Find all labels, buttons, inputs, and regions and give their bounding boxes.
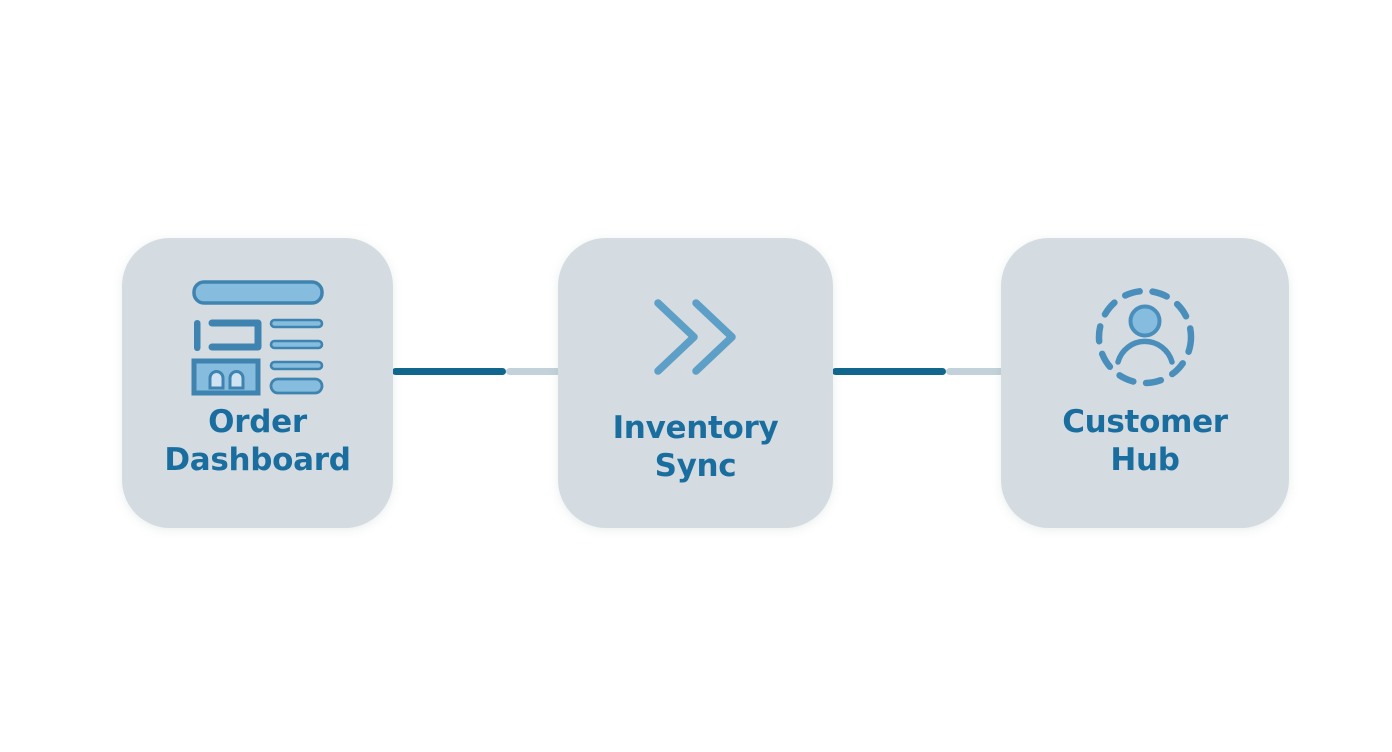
node-label-line-2: Sync (654, 447, 737, 484)
node-label-line-1: Customer (1062, 404, 1228, 440)
node-label-line-2: Hub (1110, 441, 1180, 478)
connector-order-dashboard-to-inventory-sync (392, 366, 564, 376)
node-inventory-sync[interactable]: Inventory Sync (558, 238, 833, 528)
dashboard-layout-icon (188, 278, 328, 396)
node-label-order-dashboard: Order Dashboard (150, 404, 364, 480)
connector-segment-strong (392, 367, 506, 375)
node-icon-wrapper (650, 272, 742, 402)
connector-segment-strong (832, 367, 946, 375)
connector-inventory-sync-to-customer-hub (832, 366, 1004, 376)
connector-segment-faint (505, 367, 564, 375)
node-icon-wrapper (1093, 272, 1197, 402)
node-label-inventory-sync: Inventory Sync (599, 410, 793, 486)
node-customer-hub[interactable]: Customer Hub (1001, 238, 1289, 528)
connector-segment-faint (945, 367, 1004, 375)
user-avatar-dashed-circle-icon (1093, 285, 1197, 389)
double-chevron-right-icon (650, 297, 742, 377)
node-label-customer-hub: Customer Hub (1048, 404, 1242, 480)
node-order-dashboard[interactable]: Order Dashboard (122, 238, 393, 528)
node-label-line-1: Inventory (612, 410, 779, 446)
node-icon-wrapper (188, 272, 328, 402)
node-label-line-1: Order (208, 404, 307, 440)
node-label-line-2: Dashboard (164, 441, 351, 478)
